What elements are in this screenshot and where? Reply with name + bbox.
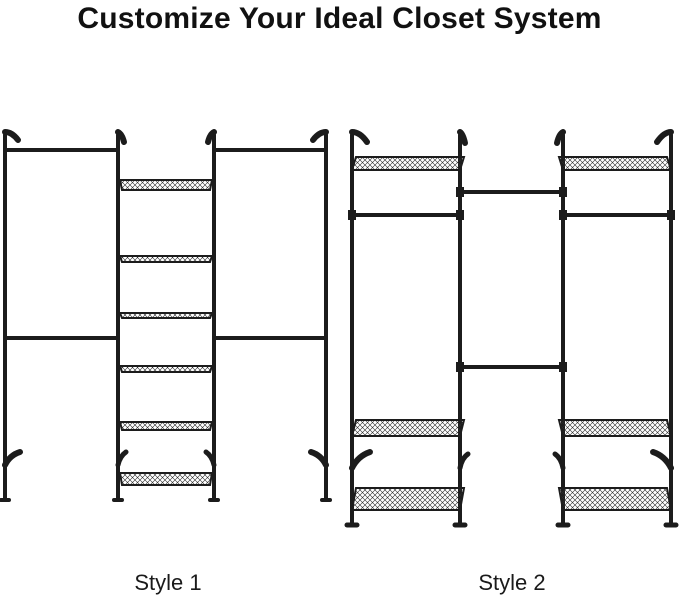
wall-flange — [310, 129, 329, 143]
wire-shelf — [118, 365, 214, 373]
style-2-shelves — [350, 156, 673, 511]
style-1-label: Style 1 — [134, 570, 202, 595]
style-2-label: Style 2 — [478, 570, 546, 595]
wire-shelf — [350, 487, 466, 511]
wall-flange — [457, 451, 471, 471]
wire-shelf — [557, 156, 673, 171]
wire-shelf — [350, 419, 466, 437]
wire-shelf — [118, 312, 214, 319]
style-1-shelves — [118, 179, 214, 486]
wall-flange — [349, 129, 370, 145]
wall-flange — [457, 129, 468, 146]
wall-flange — [205, 129, 217, 145]
wire-shelf — [118, 421, 214, 431]
style-1-closet-diagram — [0, 129, 332, 502]
wall-flange — [308, 449, 329, 468]
wire-shelf — [557, 487, 673, 511]
wall-flange — [115, 129, 127, 145]
wire-shelf — [118, 255, 214, 263]
wall-flange — [650, 449, 674, 471]
wall-flange — [654, 129, 674, 145]
style-2-closet-diagram — [344, 129, 679, 528]
wall-flange — [554, 129, 566, 146]
wall-flange — [552, 451, 566, 471]
wall-flange — [349, 449, 373, 471]
wall-flange — [203, 449, 217, 468]
wall-flange — [115, 449, 129, 468]
wall-flange — [2, 129, 21, 143]
wire-shelf — [118, 472, 214, 486]
wire-shelf — [118, 179, 214, 191]
wire-shelf — [350, 156, 466, 171]
wall-flange — [2, 449, 23, 468]
wire-shelf — [557, 419, 673, 437]
page-title: Customize Your Ideal Closet System — [77, 2, 602, 35]
